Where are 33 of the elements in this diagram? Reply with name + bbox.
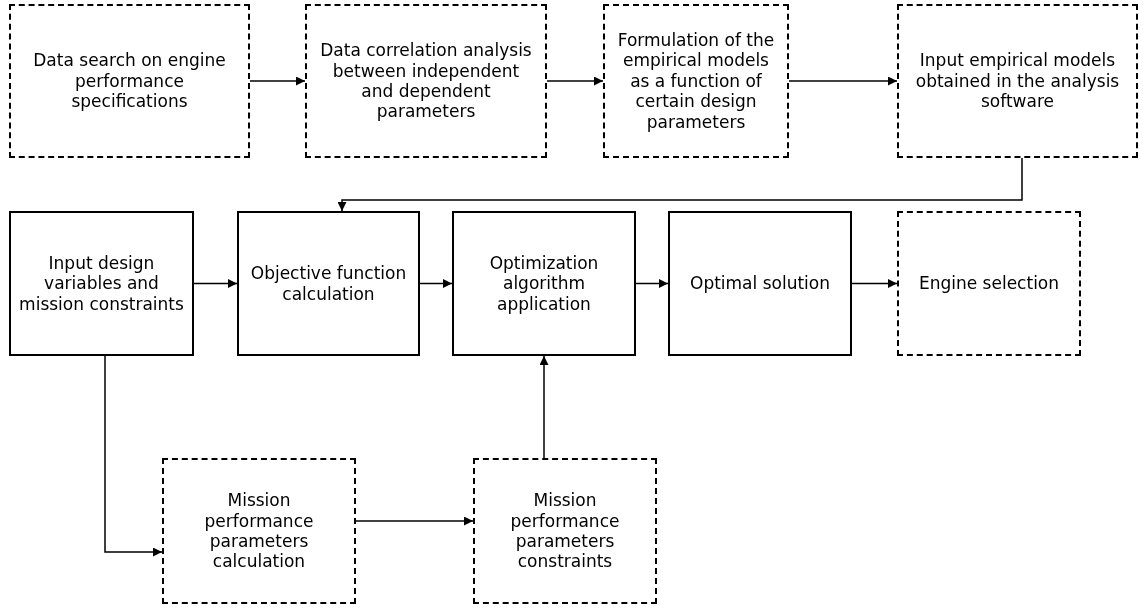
arrow <box>355 516 474 526</box>
arrow <box>788 76 898 86</box>
arrow <box>337 157 1023 212</box>
box-label: Data correlation analysis between independent and dependent parameters <box>319 40 533 122</box>
process-box <box>897 4 1138 158</box>
box-label: Optimization algorithm application <box>488 252 600 315</box>
process-box <box>603 4 789 158</box>
process-box <box>9 4 250 158</box>
arrow <box>851 279 898 288</box>
box-label: Input design variables and mission constraints <box>19 252 184 315</box>
arrow <box>539 355 549 459</box>
box-label: Formulation of the empirical models as a function of certain design parameters <box>616 30 776 132</box>
box-label: Input empirical models obtained in the analysis software <box>914 50 1121 112</box>
process-box <box>162 458 356 604</box>
box-label: Engine selection <box>918 273 1060 294</box>
box-label: Data search on engine performance specifications <box>32 50 227 112</box>
process-box <box>897 211 1081 356</box>
process-box <box>473 458 657 604</box>
arrow <box>193 279 238 288</box>
arrow <box>249 76 306 86</box>
process-box <box>237 211 420 356</box>
box-label: Optimal solution <box>690 273 830 294</box>
process-box <box>305 4 547 158</box>
process-box <box>452 211 636 356</box>
arrow <box>546 76 604 86</box>
process-box <box>668 211 852 356</box>
box-label: Mission performance parameters calculation <box>203 490 315 572</box>
box-label: Mission performance parameters constraints <box>509 490 621 572</box>
arrow <box>419 279 453 288</box>
process-box <box>9 211 194 356</box>
box-label: Objective function calculation <box>249 263 408 304</box>
arrow <box>104 355 163 557</box>
arrow <box>635 279 669 288</box>
